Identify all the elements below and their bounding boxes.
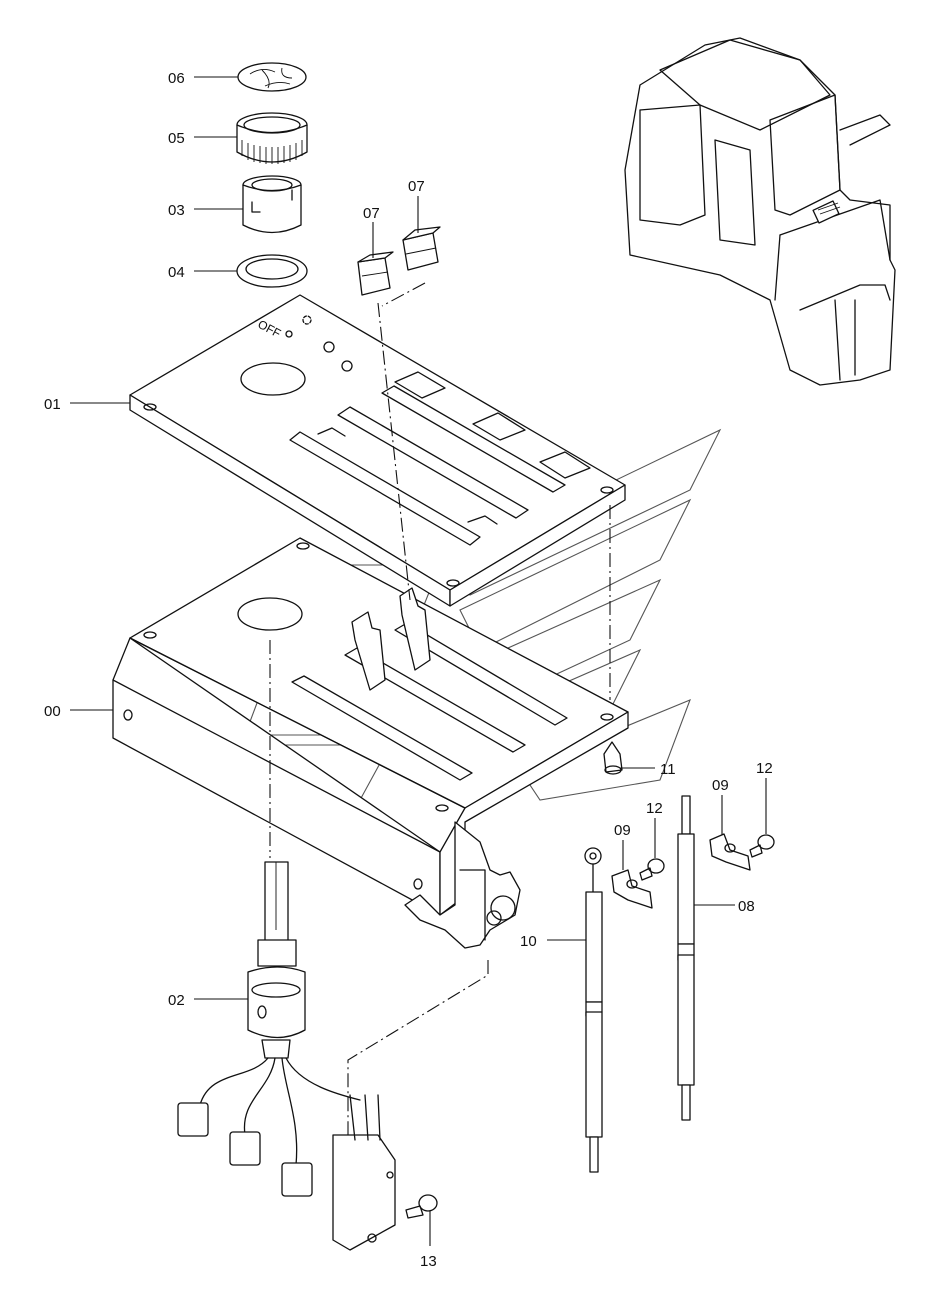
callout-leaders <box>70 76 767 1246</box>
callout-02: 02 <box>168 992 185 1009</box>
part-07-lever-knob-right <box>402 226 441 271</box>
callout-12-upper: 12 <box>756 760 773 777</box>
callout-13: 13 <box>420 1253 437 1270</box>
callout-07-right: 07 <box>408 178 425 195</box>
part-08-control-rod <box>677 795 695 1121</box>
part-04-washer <box>236 254 308 288</box>
part-10-control-rod <box>584 847 603 1173</box>
callout-05: 05 <box>168 130 185 147</box>
callout-11: 11 <box>660 761 676 778</box>
callout-00: 00 <box>44 703 61 720</box>
callout-07-left: 07 <box>363 205 380 222</box>
callout-10: 10 <box>520 933 537 950</box>
part-13-screw <box>405 1194 438 1219</box>
callout-03: 03 <box>168 202 185 219</box>
part-03-slotted-collar <box>242 175 302 234</box>
callout-06: 06 <box>168 70 185 87</box>
callout-09-upper: 09 <box>712 777 729 794</box>
part-12-screw-upper <box>749 834 775 858</box>
callout-08: 08 <box>738 898 755 915</box>
part-02-switch-harness <box>177 861 396 1251</box>
part-05-knurled-ring <box>236 112 308 164</box>
callout-12-lower: 12 <box>646 800 663 817</box>
part-00-console-base <box>112 537 629 949</box>
callout-09-lower: 09 <box>614 822 631 839</box>
part-01-cover-panel: OFF <box>129 294 626 607</box>
part-06-cap-disc <box>237 62 307 92</box>
callout-labels: 06 05 03 04 07 07 01 00 11 12 12 09 09 1… <box>44 70 773 1270</box>
part-09-clamp-lower <box>611 869 653 909</box>
part-11-nut <box>603 741 623 775</box>
part-09-clamp-upper <box>709 833 751 871</box>
callout-04: 04 <box>168 264 185 281</box>
part-07-lever-knob-left <box>357 251 394 296</box>
callout-01: 01 <box>44 396 61 413</box>
excavator-cab-inset <box>624 37 896 386</box>
part-12-screw-lower <box>639 858 665 881</box>
